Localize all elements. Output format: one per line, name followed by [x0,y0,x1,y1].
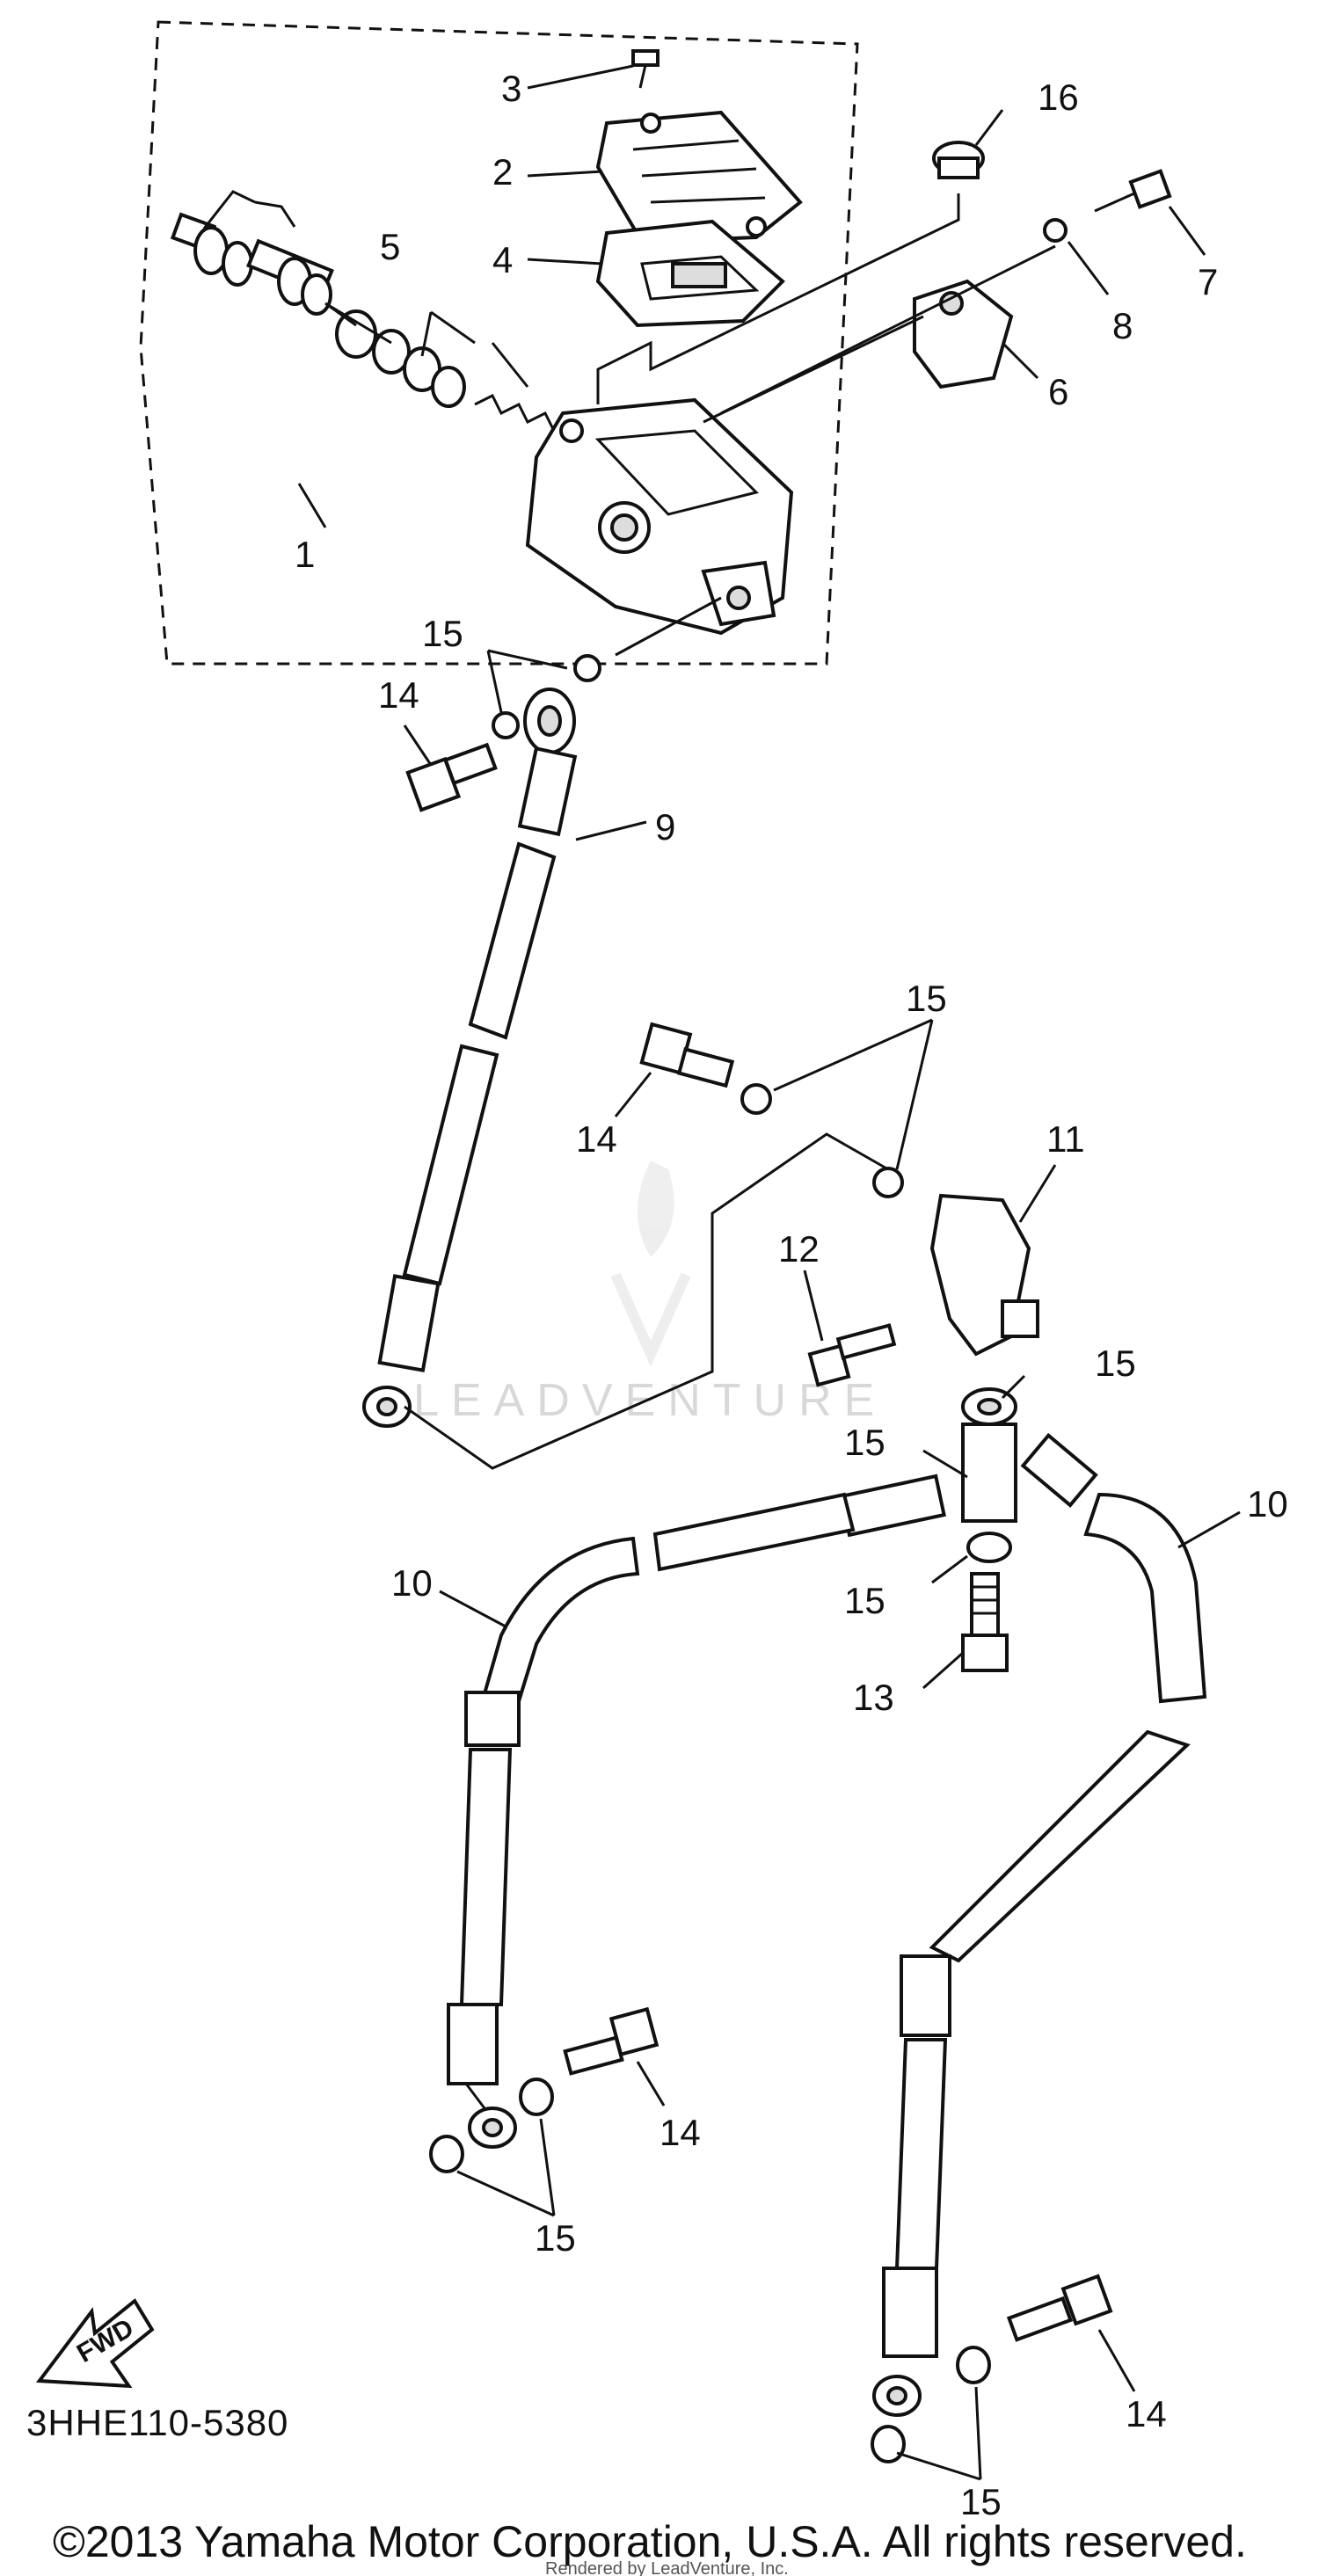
callout-12: 12 [778,1228,820,1270]
rendered-by-text: Rendered by LeadVenture, Inc. [545,2559,789,2576]
part-15-washer-b [492,711,520,739]
watermark-text: LEADVENTURE [413,1375,886,1426]
part-8-washer [1043,218,1068,243]
callout-14-d: 14 [1126,2393,1167,2434]
callout-6: 6 [1048,371,1068,412]
part-6-holder [913,279,1014,389]
callout-15-a: 15 [422,613,463,654]
callout-15-e: 15 [844,1580,885,1621]
part-15-washer-d [872,1167,904,1198]
callout-15-b: 15 [906,978,947,1019]
watermark-logo [610,1161,691,1367]
part-2-reservoir-cap [595,110,803,244]
part-3-screw [631,49,660,89]
callout-2: 2 [492,151,513,193]
part-14-union-bolt-b [639,1022,735,1088]
part-15-washer-e [519,2078,554,2116]
part-11-joint [929,1193,1039,1357]
callout-14-c: 14 [660,2112,701,2153]
part-15-washer-g [956,2346,991,2384]
callout-14-b: 14 [576,1118,617,1160]
callout-10-b: 10 [1247,1483,1288,1524]
callout-1: 1 [295,534,315,575]
callout-5: 5 [380,226,400,267]
callout-9: 9 [655,806,675,848]
reference-code: 3HHE110-5380 [26,2402,288,2443]
part-14-union-bolt-d [1006,2274,1113,2342]
part-15-washer-h [871,2425,906,2463]
callout-15-d: 15 [844,1422,885,1463]
part-15-washer-a [573,654,601,682]
callout-15-g: 15 [960,2481,1002,2522]
callout-8: 8 [1112,305,1133,346]
callout-14-a: 14 [378,674,419,716]
part-5-piston-kit [170,212,572,433]
part-12-bolt [807,1323,897,1387]
part-14-union-bolt-c [563,2006,660,2076]
part-13-bolt [961,1572,1009,1672]
callout-15-c: 15 [1095,1343,1136,1384]
part-15-washer-c [740,1083,772,1115]
callout-16: 16 [1038,76,1079,118]
callout-15-f: 15 [535,2217,576,2259]
part-10-brake-hose-left [447,1474,946,2149]
callout-13: 13 [853,1677,894,1718]
callout-10-a: 10 [391,1562,433,1604]
part-14-union-bolt-a [405,742,498,812]
callout-4: 4 [492,239,513,280]
part-16-rubber-cap [932,141,985,179]
part-7-screw [1094,169,1172,213]
part-1-master-cylinder [525,397,794,636]
part-10-brake-hose-right [872,1432,1207,2417]
callout-3: 3 [501,68,521,109]
part-15-washer-f [429,2135,464,2173]
part-4-diaphragm [595,219,785,328]
part-15-washer-stack [961,1387,1017,1563]
copyright-text: ©2013 Yamaha Motor Corporation, U.S.A. A… [53,2517,1247,2566]
master-cylinder-assembly-outline [139,20,859,666]
callout-7: 7 [1198,261,1218,302]
part-9-brake-hose [362,688,578,1428]
callout-11: 11 [1046,1118,1085,1160]
forward-direction-arrow [35,2298,155,2389]
